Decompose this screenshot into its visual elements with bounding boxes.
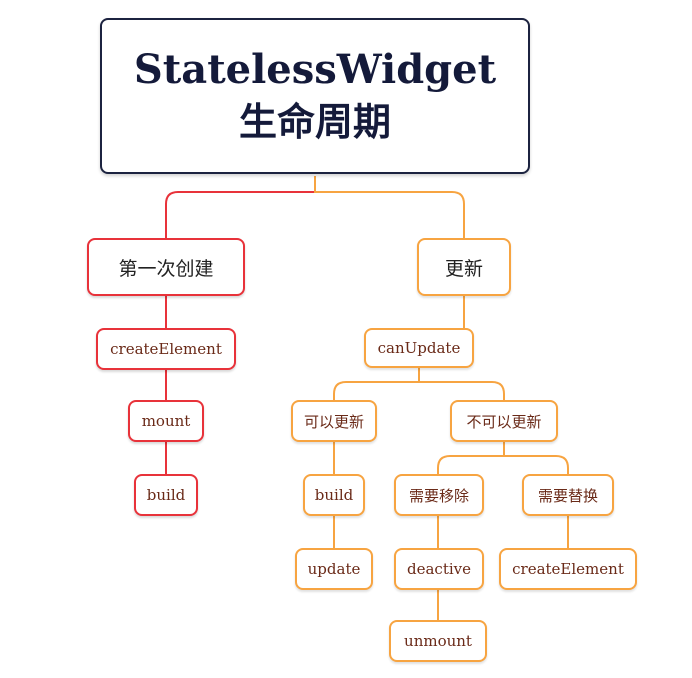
create-branch-lines (165, 176, 316, 474)
update-branch-lines (314, 176, 569, 620)
node-remove-deactive: deactive (394, 548, 484, 590)
node-first-create: 第一次创建 (87, 238, 245, 296)
edge-canupdate-cannot (419, 381, 505, 400)
node-create-build: build (134, 474, 198, 516)
edge-root-create (165, 176, 316, 238)
node-cannot-update: 不可以更新 (450, 400, 558, 442)
node-need-replace: 需要替换 (522, 474, 614, 516)
node-can-build: build (303, 474, 365, 516)
node-can-update: 可以更新 (291, 400, 377, 442)
node-canupdate: canUpdate (364, 328, 474, 368)
node-need-remove: 需要移除 (394, 474, 484, 516)
edge-root-update (314, 176, 465, 238)
edge-cannot-remove (437, 455, 504, 474)
node-replace-createelement: createElement (499, 548, 637, 590)
root-subtitle: 生命周期 (238, 100, 391, 144)
node-update: 更新 (417, 238, 511, 296)
node-remove-unmount: unmount (389, 620, 487, 662)
root-title: StatelessWidget (133, 46, 497, 93)
node-can-update-step: update (295, 548, 373, 590)
node-create-mount: mount (128, 400, 204, 442)
edge-canupdate-can (333, 381, 419, 400)
node-create-createelement: createElement (96, 328, 236, 370)
root-node: StatelessWidget 生命周期 (100, 18, 530, 174)
edge-cannot-replace (504, 455, 569, 474)
